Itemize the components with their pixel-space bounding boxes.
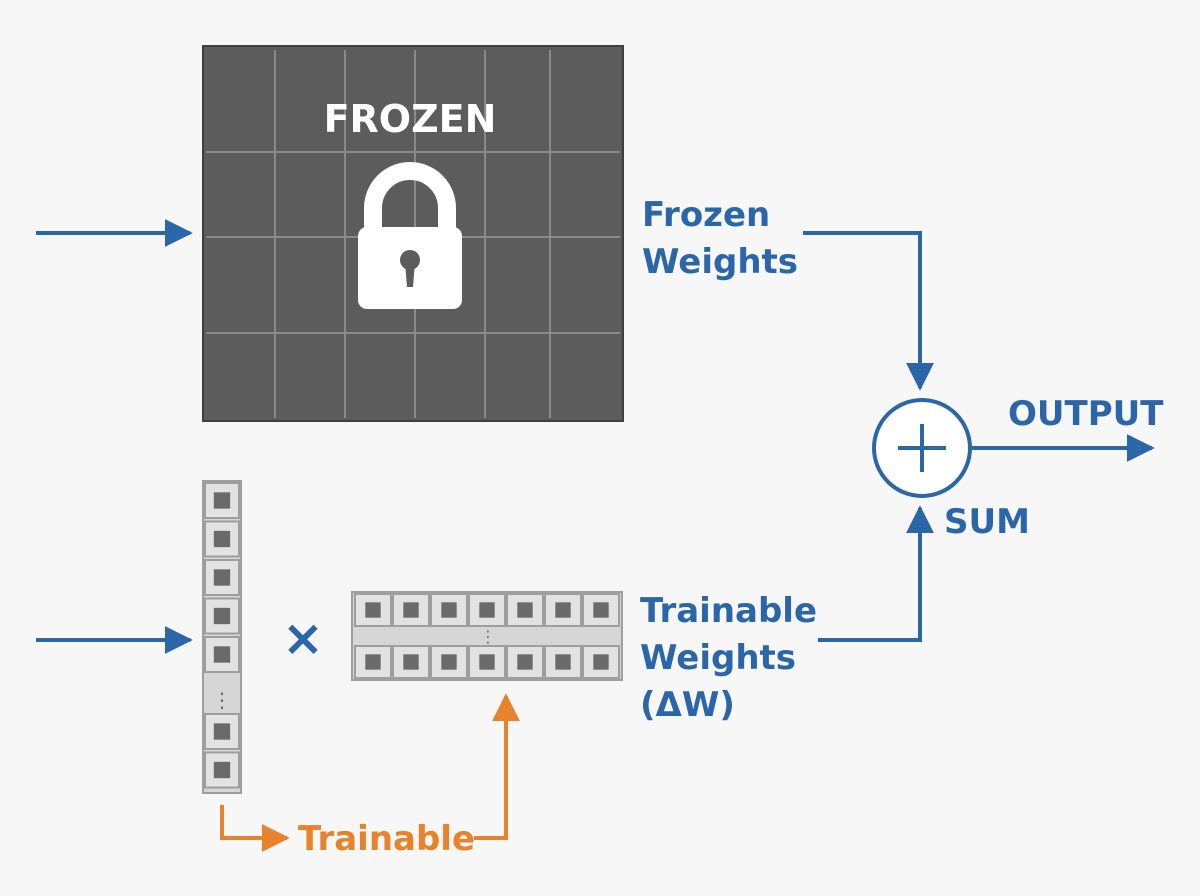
frozen-weights-block: FROZEN	[202, 45, 624, 422]
trainable-to-sum-connector	[818, 505, 934, 642]
row-cell	[468, 645, 506, 679]
frozen-weights-line-2: Weights	[642, 242, 798, 282]
output-label: OUTPUT	[1008, 394, 1164, 434]
row-cell	[430, 645, 468, 679]
trainable-arrow-right	[474, 693, 520, 840]
column-cell	[204, 559, 240, 596]
column-ellipsis: ⋮	[212, 688, 232, 712]
trainable-weights-line-2: Weights	[640, 638, 796, 678]
column-matrix-cells	[204, 482, 240, 789]
row-cell	[468, 593, 506, 627]
column-cell	[204, 520, 240, 558]
trainable-arrow-left	[220, 805, 290, 852]
frozen-weights-label: Frozen Weights	[642, 195, 798, 282]
row-cell	[430, 593, 468, 627]
frozen-block-grid	[206, 50, 620, 418]
row-cell	[544, 593, 582, 627]
row-cell	[354, 593, 392, 627]
row-cell	[582, 593, 620, 627]
column-cell	[204, 636, 240, 673]
row-cell	[506, 645, 544, 679]
sum-label: SUM	[944, 502, 1030, 542]
row-cell	[392, 645, 430, 679]
row-cell	[354, 645, 392, 679]
trainable-weights-line-3: (ΔW)	[640, 685, 735, 725]
column-cell	[204, 751, 240, 789]
row-cell	[544, 645, 582, 679]
column-cell	[204, 597, 240, 635]
row-ellipsis: ⋮	[480, 627, 496, 646]
frozen-to-sum-connector	[803, 231, 934, 391]
trainable-label: Trainable	[298, 819, 475, 859]
column-cell	[204, 713, 240, 750]
sum-node	[872, 398, 972, 498]
column-matrix: ⋮	[202, 480, 242, 794]
frozen-weights-line-1: Frozen	[642, 195, 770, 235]
row-cell	[582, 645, 620, 679]
trainable-weights-line-1: Trainable	[640, 591, 817, 631]
multiply-icon: ×	[282, 609, 324, 667]
lock-icon	[358, 162, 462, 309]
frozen-title: FROZEN	[324, 97, 497, 141]
row-matrix-cells	[354, 593, 620, 679]
column-cell	[204, 482, 240, 519]
row-matrix: ⋮	[351, 591, 623, 681]
trainable-weights-label: Trainable Weights (ΔW)	[640, 591, 829, 725]
row-cell	[392, 593, 430, 627]
row-cell	[506, 593, 544, 627]
